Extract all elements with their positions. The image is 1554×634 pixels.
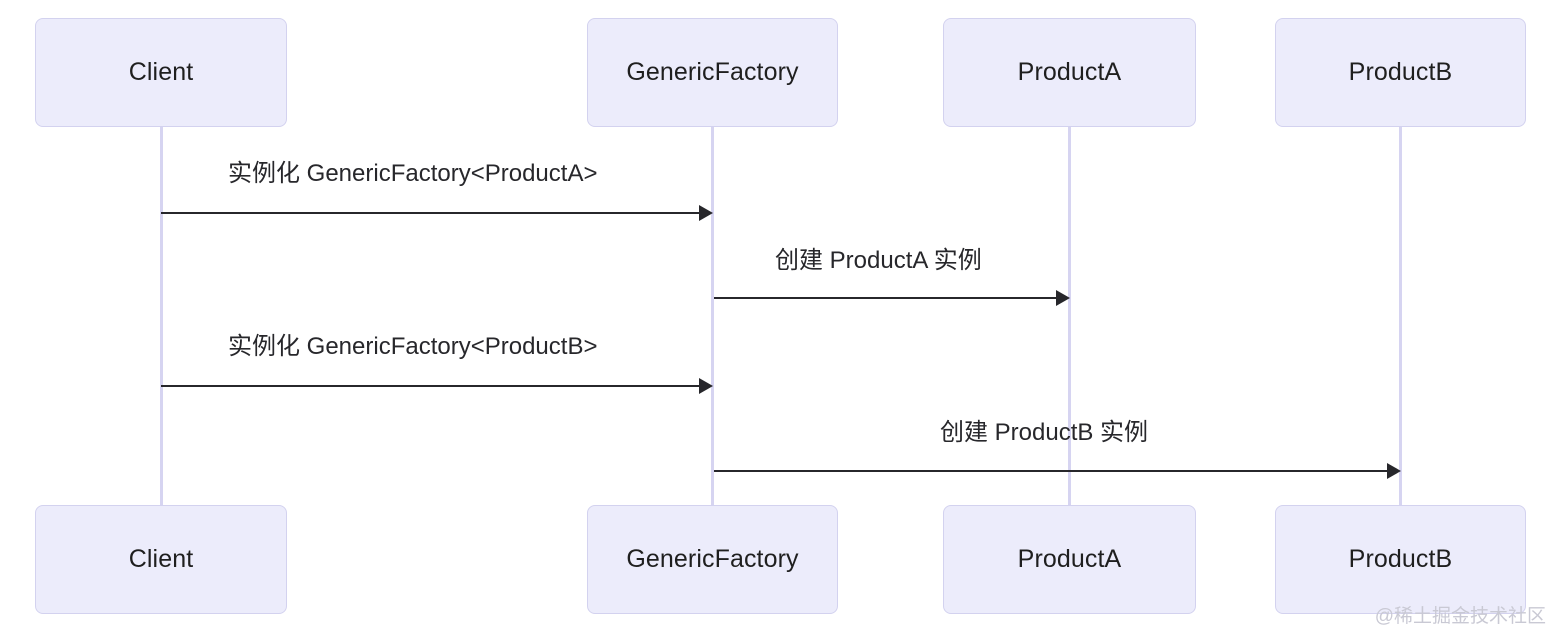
message-label-4: 创建 ProductB 实例 (940, 419, 1149, 446)
message-arrowhead-2 (1056, 290, 1070, 306)
message-line-2 (714, 297, 1058, 299)
participant-box-bottom-product-b[interactable]: ProductB (1275, 505, 1526, 614)
participant-label: GenericFactory (626, 545, 799, 573)
participant-label: Client (128, 58, 194, 86)
participant-box-top-client[interactable]: Client (35, 18, 287, 127)
participant-box-top-product-b[interactable]: ProductB (1275, 18, 1526, 127)
message-label-1: 实例化 GenericFactory<ProductA> (228, 160, 598, 187)
participant-box-bottom-product-a[interactable]: ProductA (943, 505, 1196, 614)
participant-label: Client (128, 545, 194, 573)
message-line-3 (161, 385, 701, 387)
lifeline-product-a (1068, 127, 1071, 505)
participant-box-top-generic-factory[interactable]: GenericFactory (587, 18, 838, 127)
message-label-3: 实例化 GenericFactory<ProductB> (228, 333, 598, 360)
participant-label: ProductB (1348, 545, 1453, 573)
participant-label: GenericFactory (626, 58, 799, 86)
participant-box-top-product-a[interactable]: ProductA (943, 18, 1196, 127)
participant-label: ProductA (1017, 58, 1122, 86)
message-line-1 (161, 212, 701, 214)
watermark-text: @稀土掘金技术社区 (1374, 606, 1546, 627)
message-line-4 (714, 470, 1389, 472)
participant-box-bottom-generic-factory[interactable]: GenericFactory (587, 505, 838, 614)
lifeline-generic-factory (711, 127, 714, 505)
message-arrowhead-1 (699, 205, 713, 221)
message-arrowhead-4 (1387, 463, 1401, 479)
participant-label: ProductA (1017, 545, 1122, 573)
participant-box-bottom-client[interactable]: Client (35, 505, 287, 614)
lifeline-product-b (1399, 127, 1402, 505)
message-label-2: 创建 ProductA 实例 (775, 247, 982, 274)
lifeline-client (160, 127, 163, 505)
message-arrowhead-3 (699, 378, 713, 394)
participant-label: ProductB (1348, 58, 1453, 86)
